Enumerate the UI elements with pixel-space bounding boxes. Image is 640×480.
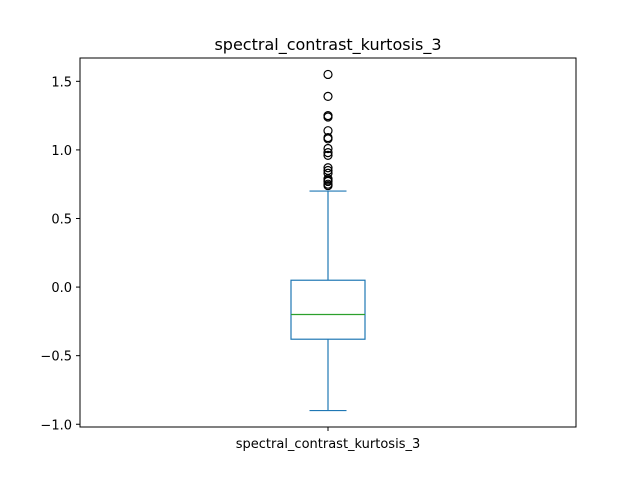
outlier-point	[323, 180, 333, 191]
iqr-box	[290, 279, 366, 340]
outlier-point	[323, 163, 333, 173]
y-tick-label: −1.0	[40, 418, 72, 433]
x-tick-label: spectral_contrast_kurtosis_3	[236, 437, 421, 452]
chart-title: spectral_contrast_kurtosis_3	[214, 35, 441, 55]
y-axis: −1.0 −0.5 0.0 0.5 1.0 1.5	[40, 75, 80, 433]
outlier-point	[323, 176, 333, 187]
plot-frame	[79, 57, 577, 428]
outlier-point	[323, 150, 333, 160]
y-tick-label: 0.0	[51, 281, 72, 296]
outlier-point	[323, 91, 333, 102]
box-plot	[290, 190, 366, 412]
outlier-point	[323, 134, 333, 144]
outlier-point	[323, 148, 333, 158]
outlier-point	[323, 69, 333, 80]
y-tick-label: 0.5	[51, 212, 72, 227]
y-tick-label: −0.5	[40, 350, 72, 365]
y-tick-label: 1.0	[51, 144, 72, 159]
outlier-points	[323, 69, 333, 191]
y-tick-label: 1.5	[51, 75, 72, 90]
outlier-point	[323, 112, 333, 122]
outlier-point	[323, 143, 333, 154]
x-axis: spectral_contrast_kurtosis_3	[236, 427, 421, 452]
